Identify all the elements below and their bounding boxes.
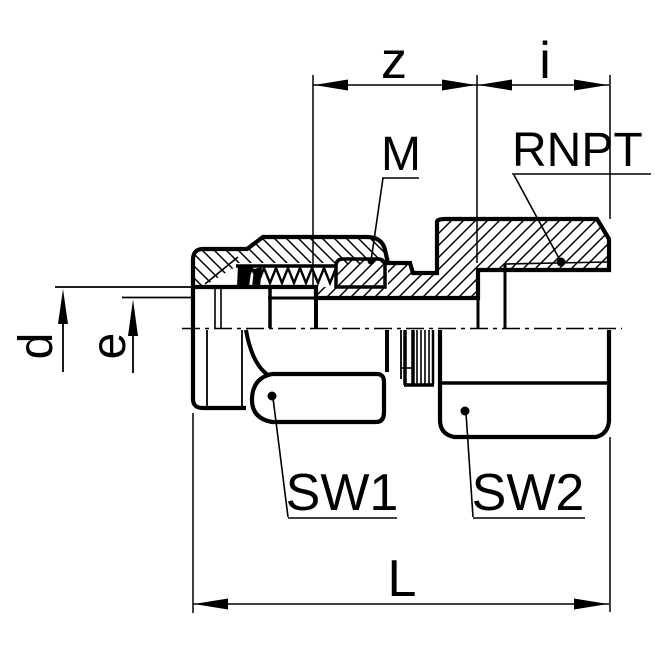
callout-wrench-size-2: SW2 [460, 406, 585, 522]
leader-dot-icon [367, 257, 375, 265]
part-outline-bottom [190, 287, 612, 440]
hex-body-profile [437, 330, 612, 440]
dimension-label-i: i [539, 32, 551, 90]
arrowhead-left-icon [478, 79, 512, 91]
dimension-L: L [192, 413, 609, 613]
leader-dot-icon [460, 406, 470, 416]
npt-thread-root-line [504, 261, 608, 265]
nut-hex-flat [249, 371, 387, 425]
nut-rear-profile [190, 287, 246, 411]
leader-line [513, 174, 562, 263]
arrowhead-left-icon [194, 598, 228, 610]
ferrule-front [237, 265, 252, 287]
leader-line [465, 412, 474, 518]
callout-metric-thread: M [367, 128, 421, 265]
arrowhead-right-icon [442, 79, 476, 91]
callout-label-sw2: SW2 [472, 464, 585, 522]
nut-chamfer-arc [244, 329, 270, 377]
dimension-label-z: z [381, 32, 407, 90]
arrowhead-left-icon [314, 79, 348, 91]
dimension-d: d [10, 286, 193, 372]
dimension-label-L: L [388, 550, 417, 608]
callout-npt-thread: RNPT [512, 124, 651, 267]
thread-engagement-zone [234, 263, 338, 287]
section-outline [190, 216, 612, 301]
arrowhead-right-icon [574, 79, 608, 91]
body-shoulder-section [334, 257, 387, 289]
arrowhead-up-icon [128, 299, 138, 336]
dimension-label-e: e [83, 333, 136, 360]
ferrule-back [252, 267, 262, 287]
leader-dot-icon [267, 391, 277, 401]
callout-label-rnpt: RNPT [512, 124, 643, 177]
callout-wrench-size-1: SW1 [267, 391, 399, 522]
body-section-hatch [316, 219, 609, 298]
callout-label-sw1: SW1 [286, 464, 399, 522]
leader-dot-icon [556, 257, 566, 267]
male-thread-lines [416, 330, 430, 384]
leader-line [272, 397, 289, 518]
leader-line [370, 177, 384, 262]
callout-label-m: M [381, 128, 421, 181]
part-outline-top [190, 216, 612, 328]
dimension-z: z [312, 32, 609, 287]
arrowhead-right-icon [574, 598, 608, 610]
dimension-e: e [83, 296, 193, 373]
dimension-i: i [478, 32, 611, 612]
dimension-label-d: d [10, 333, 63, 360]
arrowhead-up-icon [58, 289, 68, 324]
nut-cone-line [204, 256, 239, 285]
